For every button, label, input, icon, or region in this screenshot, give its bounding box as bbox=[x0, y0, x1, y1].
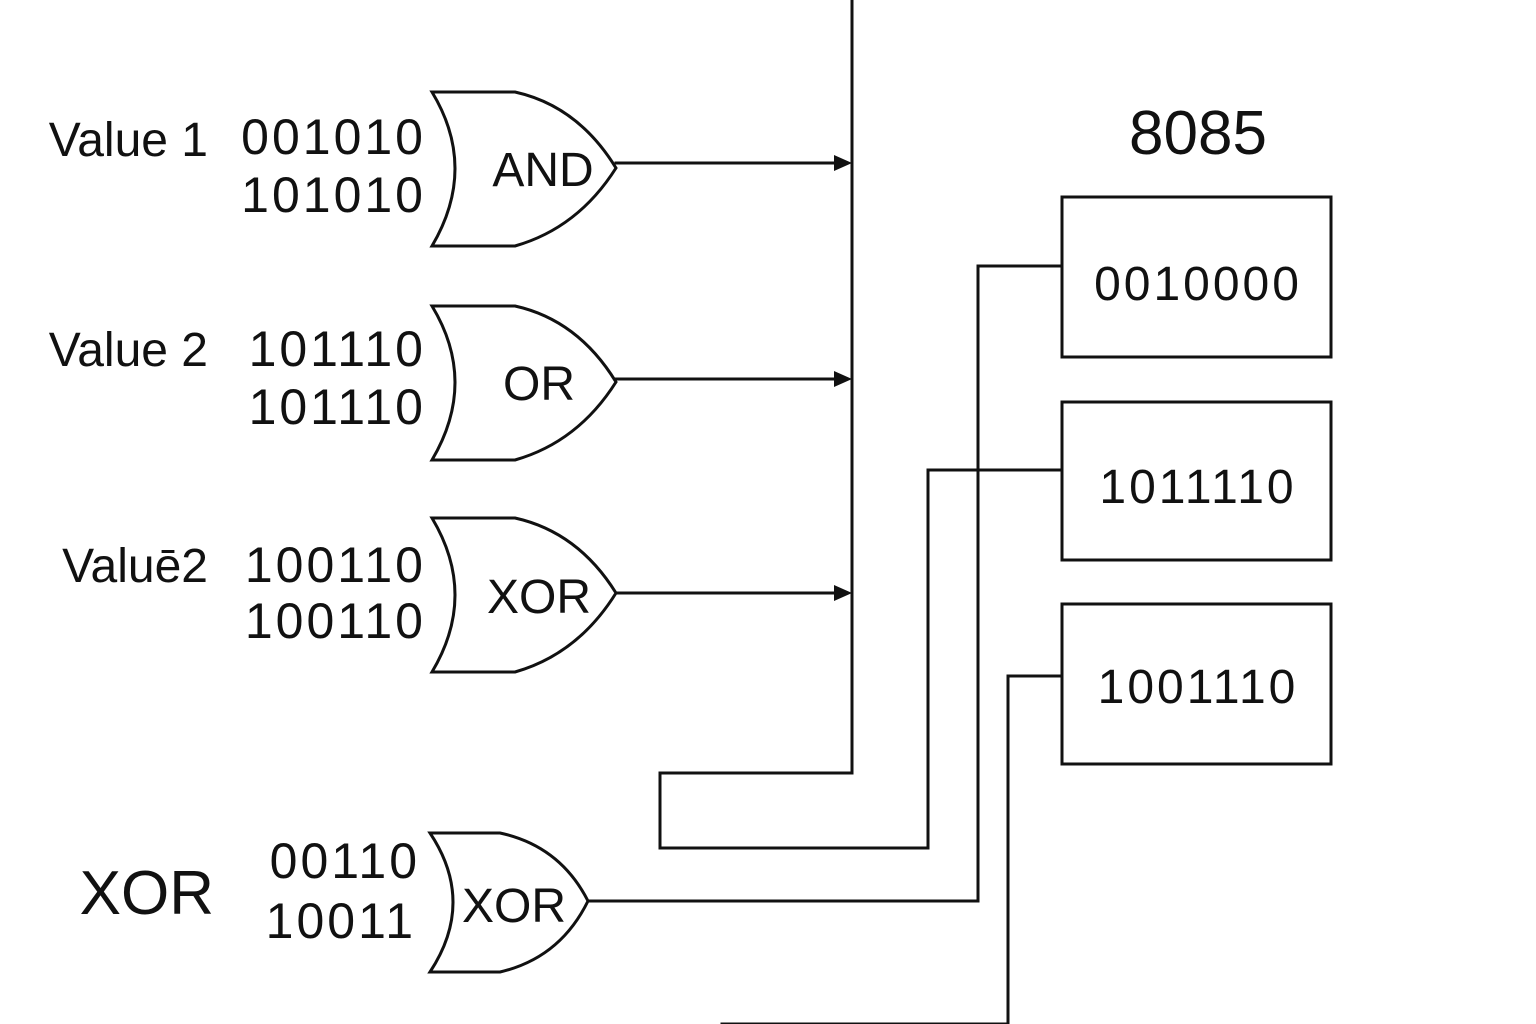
register-2-value: 1011110 bbox=[1099, 461, 1296, 514]
register-1: 0010000 bbox=[1060, 195, 1333, 359]
or-gate: OR bbox=[429, 304, 618, 462]
and-gate-label: AND bbox=[492, 144, 593, 197]
register-1-value: 0010000 bbox=[1094, 258, 1302, 311]
bottom-xor-gate-label: XOR bbox=[462, 880, 566, 933]
and-input-a: 001010 bbox=[241, 109, 426, 165]
processor-title: 8085 bbox=[1129, 99, 1267, 168]
bottom-xor-input-a: 00110 bbox=[270, 833, 420, 889]
and-gate: AND bbox=[429, 90, 618, 248]
and-input-b: 101010 bbox=[241, 167, 426, 223]
xor-input-b: 100110 bbox=[245, 593, 426, 649]
bottom-xor-gate: XOR bbox=[427, 831, 590, 974]
row-label-value-3: Valuē2 bbox=[62, 540, 208, 593]
or-input-a: 101110 bbox=[249, 321, 426, 377]
xor-gate: XOR bbox=[429, 516, 618, 674]
vertical-bus bbox=[658, 0, 1064, 850]
register-2: 1011110 bbox=[1060, 400, 1333, 562]
arrow-right-icon bbox=[834, 371, 852, 387]
xor-input-a: 100110 bbox=[245, 537, 426, 593]
arrow-right-icon bbox=[834, 585, 852, 601]
bottom-to-register-3-wire bbox=[720, 674, 1064, 1024]
and-output-wire bbox=[614, 155, 852, 171]
xor-output-wire bbox=[614, 585, 852, 601]
or-output-wire bbox=[614, 371, 852, 387]
bottom-xor-to-register-1-wire bbox=[586, 264, 1064, 903]
register-3: 1001110 bbox=[1060, 602, 1333, 766]
row-label-value-1: Value 1 bbox=[49, 114, 208, 167]
bottom-xor-input-b: 10011 bbox=[266, 893, 416, 949]
arrow-right-icon bbox=[834, 155, 852, 171]
xor-gate-label: XOR bbox=[487, 571, 591, 624]
or-gate-label: OR bbox=[503, 358, 575, 411]
or-input-b: 101110 bbox=[249, 379, 426, 435]
row-label-value-2: Value 2 bbox=[49, 324, 208, 377]
register-3-value: 1001110 bbox=[1098, 661, 1299, 714]
row-label-xor: XOR bbox=[80, 859, 214, 928]
